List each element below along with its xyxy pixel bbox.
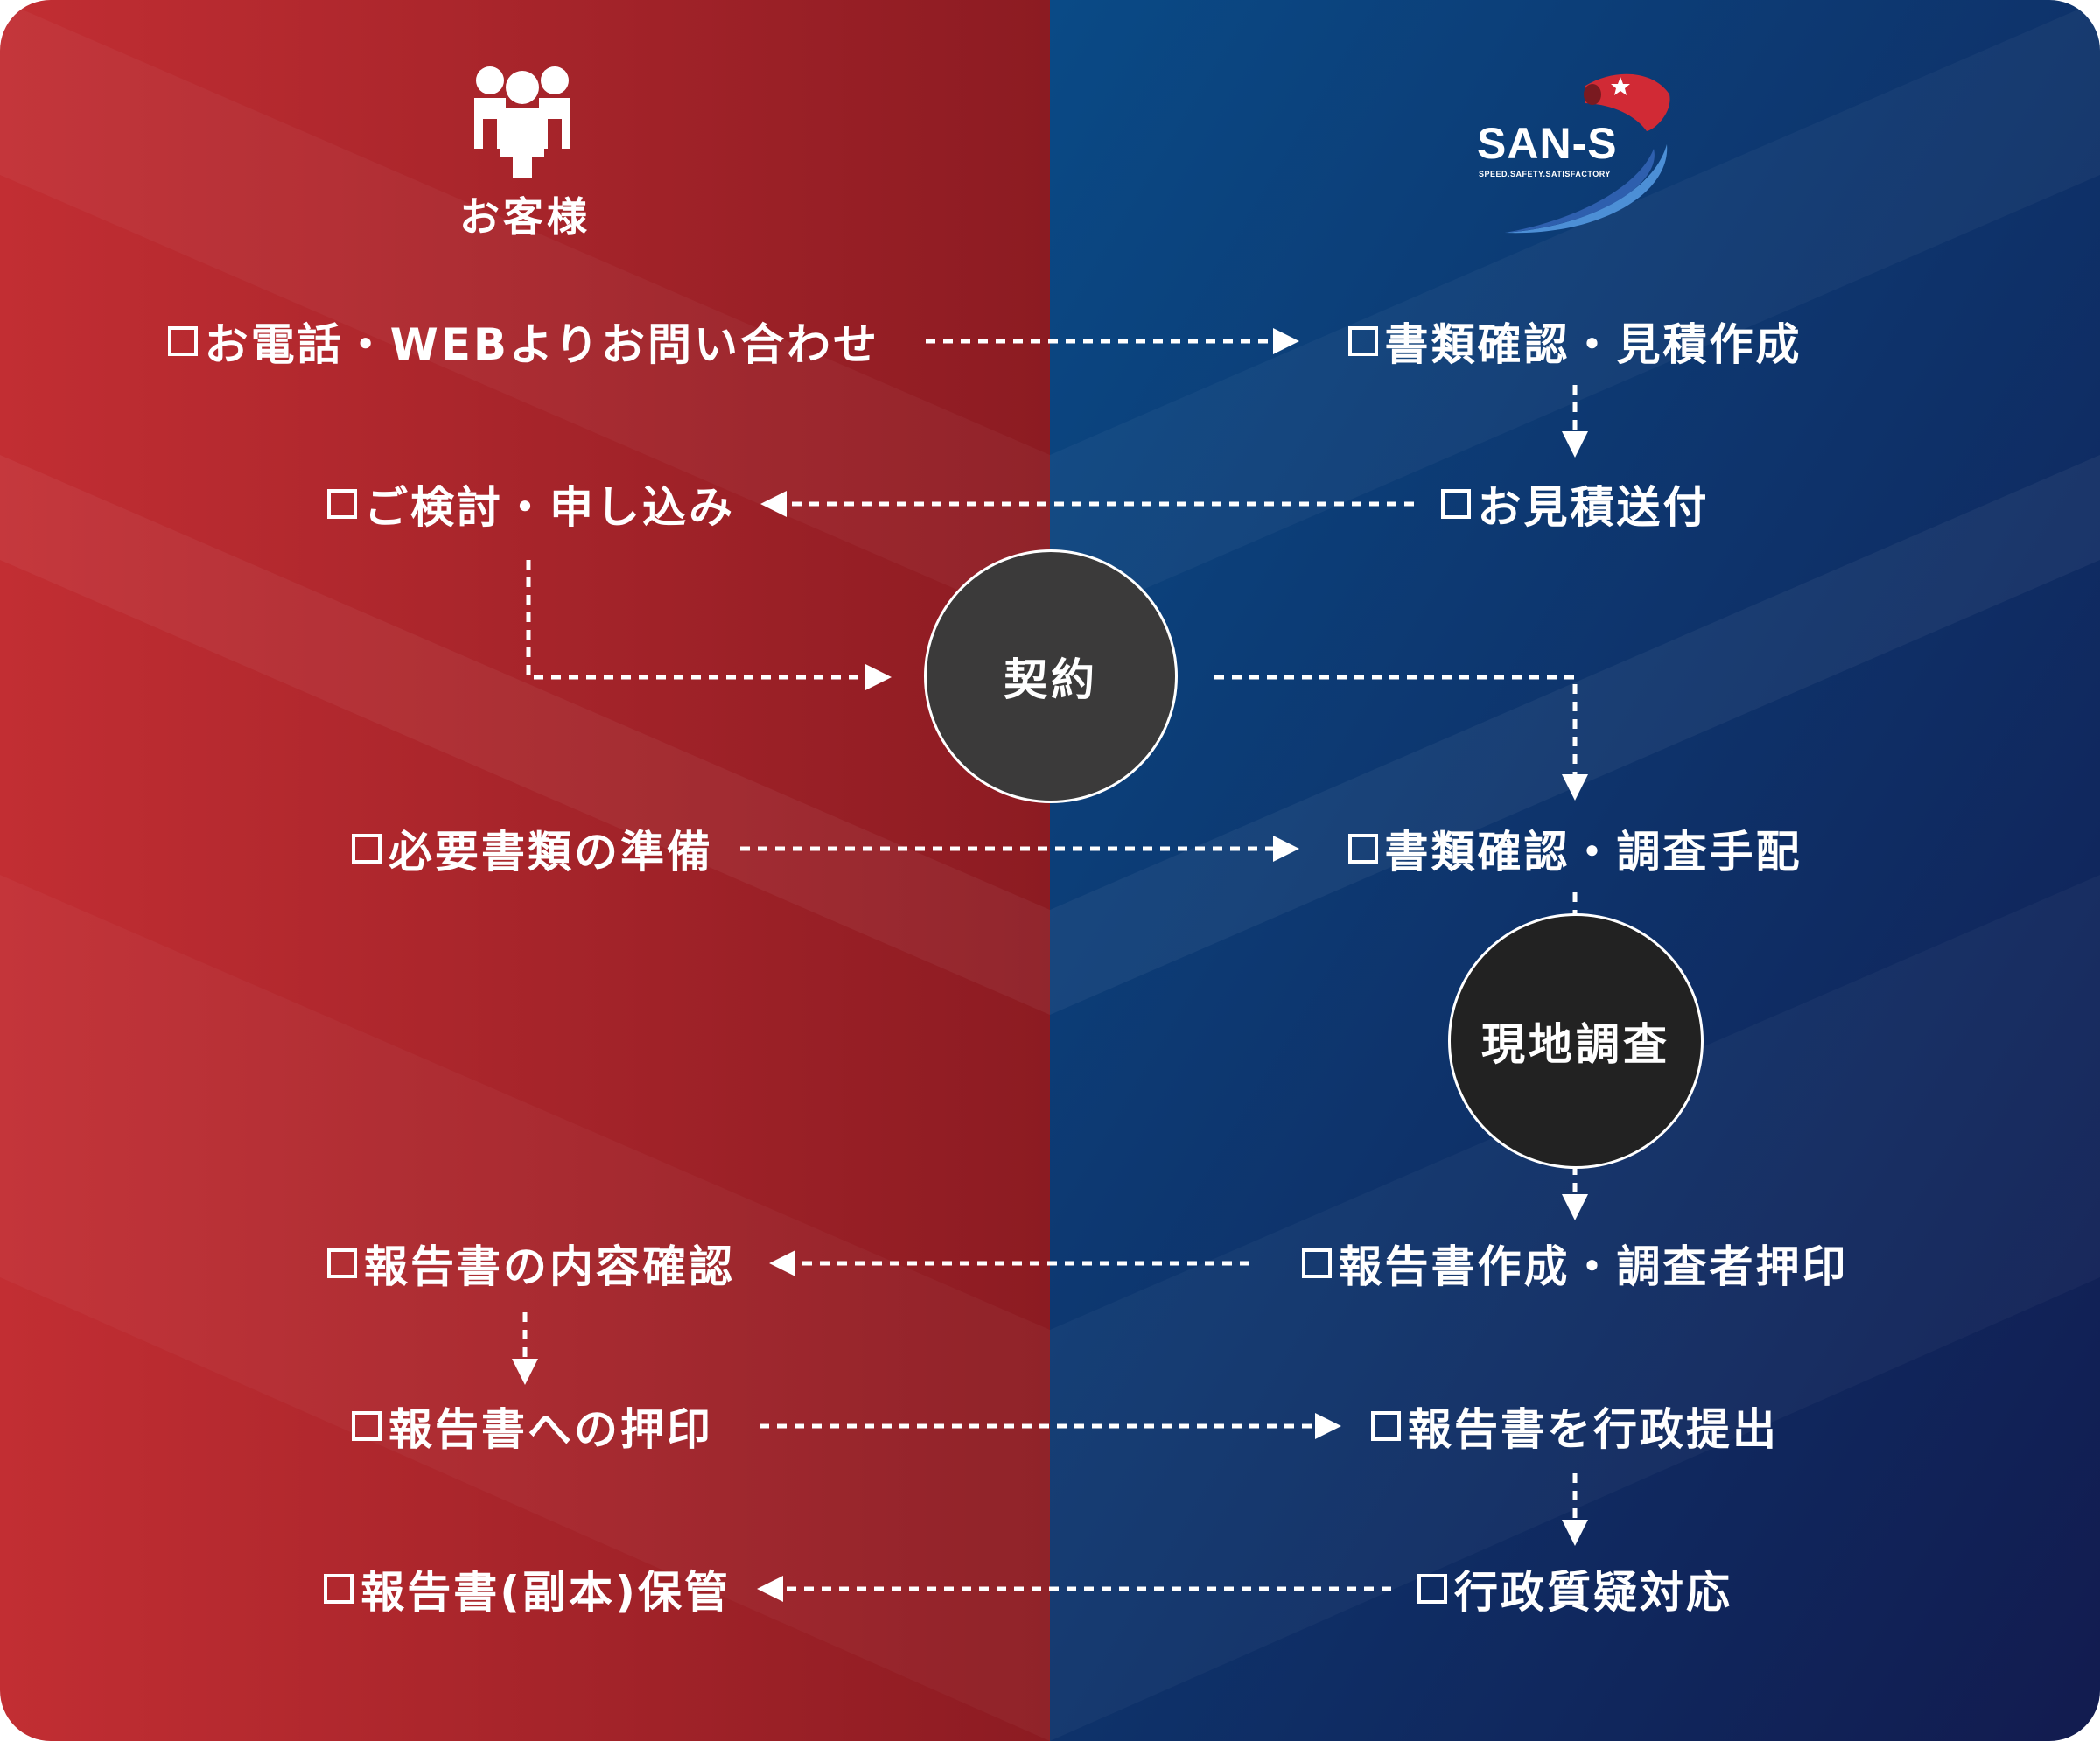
milestone-contract: 契約 (924, 549, 1178, 803)
checkbox-icon (327, 489, 357, 519)
step-label: 報告書を行政提出 (1408, 1404, 1779, 1455)
step-label: 報告書(副本)保管 (360, 1567, 731, 1618)
flow-arrows (512, 328, 1588, 1602)
milestone-site-survey: 現地調査 (1448, 913, 1704, 1169)
step-admin-inquiry: 行政質疑対応 (1365, 1554, 1785, 1624)
logo-text: SAN-S (1477, 119, 1618, 168)
step-label: 書類確認・見積作成 (1384, 319, 1802, 370)
checkbox-icon (1301, 1248, 1332, 1278)
step-prepare-documents: 必要書類の準備 (175, 814, 713, 884)
step-label: 必要書類の準備 (388, 827, 713, 877)
logo-tagline: SPEED.SAFETY.SATISFACTORY (1479, 170, 1611, 178)
customer-panel (0, 0, 1050, 1741)
step-label: お電話・WEBよりお問い合わせ (204, 319, 879, 370)
checkbox-icon (1418, 1574, 1447, 1604)
customer-title: お客様 (459, 193, 591, 241)
step-label: 報告書への押印 (388, 1404, 713, 1455)
step-label: お見積送付 (1477, 482, 1710, 533)
company-panel (1050, 0, 2100, 1741)
step-inquiry: お電話・WEBよりお問い合わせ (88, 306, 879, 376)
step-check-estimate: 書類確認・見積作成 (1286, 306, 1864, 376)
checkbox-icon (352, 1411, 382, 1441)
step-label: 報告書作成・調査者押印 (1338, 1241, 1849, 1292)
checkbox-icon (167, 326, 198, 356)
step-label: 書類確認・調査手配 (1384, 827, 1802, 877)
checkbox-icon (352, 834, 382, 864)
step-label: 報告書の内容確認 (364, 1241, 735, 1292)
step-stamp-report: 報告書への押印 (175, 1391, 713, 1461)
checkbox-icon (327, 1248, 357, 1278)
checkbox-icon (1440, 489, 1471, 519)
step-write-report: 報告書作成・調査者押印 (1242, 1228, 1908, 1298)
step-submit-report: 報告書を行政提出 (1330, 1391, 1820, 1461)
checkbox-icon (324, 1574, 354, 1604)
logo-mark-icon (1505, 73, 1670, 234)
company-logo: SAN-S SPEED.SAFETY.SATISFACTORY (1452, 61, 1689, 236)
people-icon (474, 66, 570, 178)
step-arrange-survey: 書類確認・調査手配 (1286, 814, 1864, 884)
checkbox-icon (1371, 1411, 1401, 1441)
checkbox-icon (1348, 834, 1378, 864)
step-label: ご検討・申し込み (364, 482, 735, 533)
step-label: 行政質疑対応 (1454, 1567, 1732, 1618)
arrow-c2-contract (526, 560, 892, 690)
step-check-report: 報告書の内容確認 (175, 1228, 735, 1298)
step-review-apply: ご検討・申し込み (175, 469, 735, 539)
checkbox-icon (1348, 326, 1378, 356)
step-store-copy: 報告書(副本)保管 (175, 1554, 731, 1624)
step-send-estimate: お見積送付 (1365, 469, 1785, 539)
